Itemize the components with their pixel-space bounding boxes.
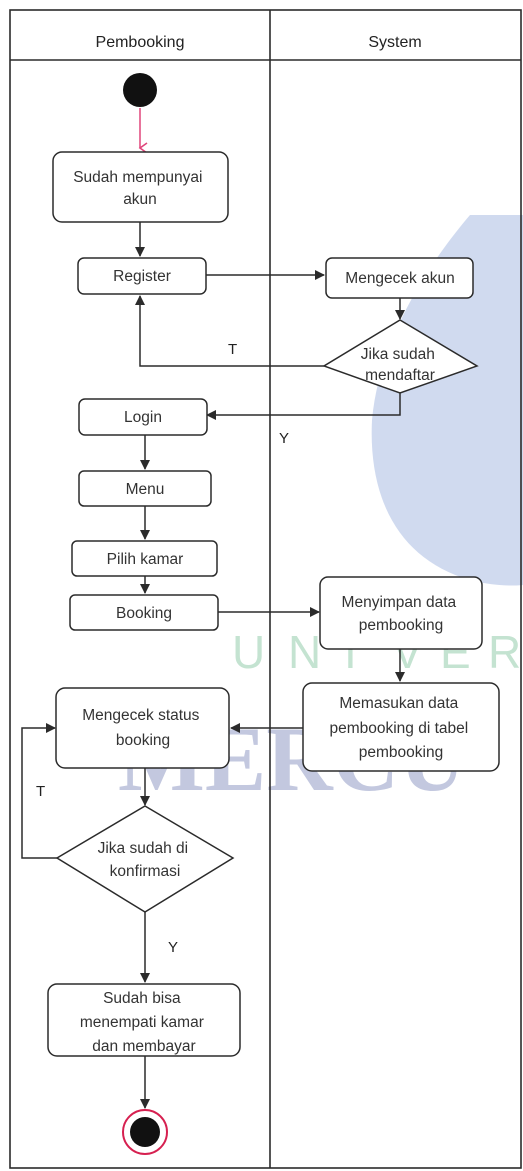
lane-title-system: System (368, 34, 421, 51)
lane-title-pembooking: Pembooking (96, 34, 185, 51)
node-has-account-line-2: akun (123, 191, 157, 208)
node-choose-room-label: Pilih kamar (107, 551, 184, 568)
node-check-status-line-2: booking (116, 732, 170, 749)
svg-text:Sudah mempunyai akun: Sudah mempunyai akun (73, 169, 207, 208)
edge-label-confirmed: Y (168, 939, 178, 956)
node-menu: Menu (78, 470, 212, 507)
node-insert-data-line-1: Memasukan data (339, 695, 458, 712)
node-can-occupy-line-3: dan membayar (92, 1038, 195, 1055)
node-booking: Booking (69, 594, 219, 631)
decision-confirmed-line-1: Jika sudah di (98, 840, 188, 857)
edge-label-not-registered: T (228, 341, 237, 358)
decision-confirmed: Jika sudah di konfirmasi (55, 805, 235, 913)
svg-text:Mengecek status booking: Mengecek status booking (82, 707, 204, 749)
node-save-data-line-2: pembooking (359, 617, 443, 634)
swimlanes: Pembooking System (9, 9, 522, 1169)
node-can-occupy-line-1: Sudah bisa (103, 990, 181, 1007)
node-check-account-label: Mengecek akun (345, 270, 454, 287)
node-choose-room: Pilih kamar (71, 540, 218, 577)
decision-already-registered-line-1: Jika sudah (361, 346, 435, 363)
decision-already-registered-line-2: mendaftar (365, 367, 435, 384)
svg-text:Sudah bisa menempati kam: Sudah bisa menempati kamar dan membayar (80, 990, 208, 1055)
node-can-occupy-line-2: menempati kamar (80, 1014, 204, 1031)
node-insert-data-line-3: pembooking (359, 744, 443, 761)
node-check-status-line-1: Mengecek status (82, 707, 199, 724)
node-login-label: Login (124, 409, 162, 426)
node-insert-data-line-2: pembooking di tabel (329, 720, 468, 737)
node-booking-label: Booking (116, 605, 172, 622)
decision-already-registered: Jika sudah mendaftar (322, 319, 479, 394)
node-insert-data: Memasukan data pembooking di tabel pembo… (302, 682, 500, 772)
svg-text:Jika sudah mendaftar: Jika sudah mendaftar (361, 346, 439, 384)
svg-text:Menyimpan data pembookin: Menyimpan data pembooking (342, 594, 461, 634)
node-save-data: Menyimpan data pembooking (319, 576, 483, 650)
edge-label-registered: Y (279, 430, 289, 447)
node-can-occupy: Sudah bisa menempati kamar dan membayar (47, 983, 241, 1057)
node-register: Register (77, 257, 207, 295)
edges (21, 222, 405, 1109)
end-node (122, 1109, 168, 1155)
watermark-letter-1: U (232, 626, 265, 678)
node-save-data-line-1: Menyimpan data (342, 594, 457, 611)
node-has-account-line-1: Sudah mempunyai (73, 169, 202, 186)
node-check-status: Mengecek status booking (55, 687, 230, 769)
decision-confirmed-line-2: konfirmasi (110, 863, 181, 880)
watermark-letter-2: N (288, 626, 321, 678)
node-menu-label: Menu (126, 481, 165, 498)
svg-text:Memasukan data pembookin: Memasukan data pembooking di tabel pembo… (329, 695, 472, 761)
svg-text:Jika sudah di konfirmasi: Jika sudah di konfirmasi (98, 840, 193, 880)
node-check-account: Mengecek akun (325, 257, 474, 299)
watermark-letter-6: R (488, 626, 521, 678)
node-login: Login (78, 398, 208, 436)
node-has-account: Sudah mempunyai akun (52, 151, 229, 223)
node-register-label: Register (113, 268, 171, 285)
start-node (123, 73, 157, 154)
edge-label-not-confirmed: T (36, 783, 45, 800)
